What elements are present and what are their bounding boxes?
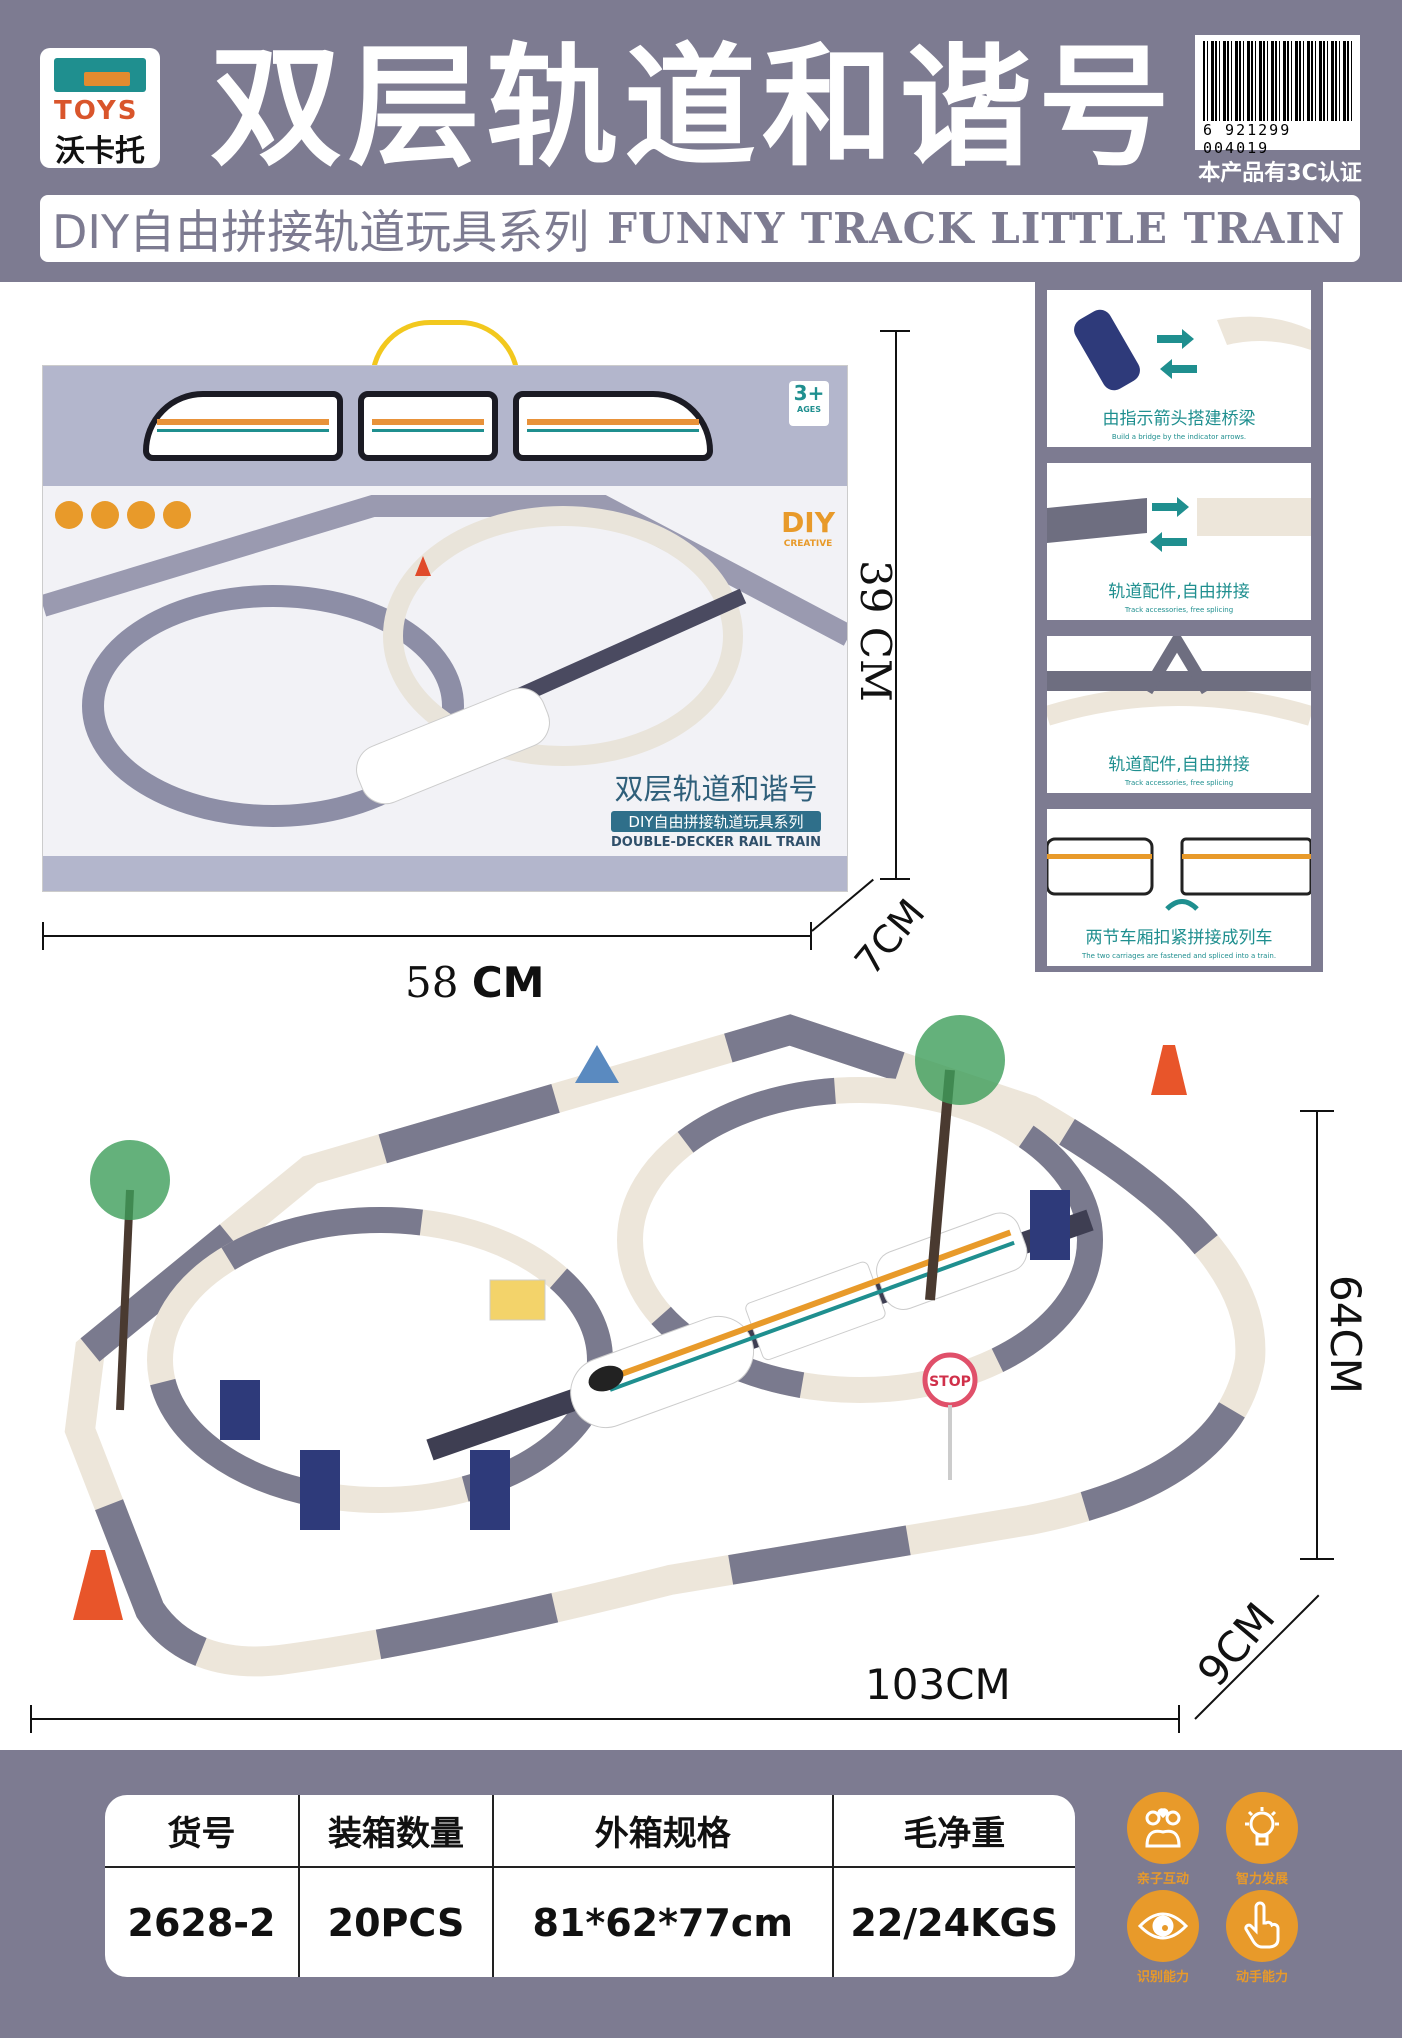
box-bottom-band [43,856,847,891]
header-item-no: 货号 [105,1795,299,1868]
lightbulb-icon: 智力发展 [1226,1792,1298,1887]
header-carton-size: 外箱规格 [492,1795,833,1868]
train-model [570,1212,1028,1428]
cell-item-no: 2628-2 [127,1900,276,1945]
cell-quantity: 20PCS [298,1867,493,1977]
page-title: 双层轨道和谐号 [210,31,1176,185]
assembled-height-line [1316,1110,1318,1560]
spec-table: 货号 装箱数量 外箱规格 毛净重 2628-2 20PCS 81*62*77cm… [105,1795,1075,1977]
width-dimension-line [42,935,812,937]
cell-weight: 22/24KGS [831,1867,1075,1977]
subtitle-en: FUNNY TRACK LITTLE TRAIN [607,204,1346,253]
eye-icon: 识别能力 [1127,1890,1199,1985]
assembled-height-label: 64CM [1321,1275,1370,1395]
assembled-width-line [30,1718,1180,1720]
certification-text: 本产品有3C认证 [1198,161,1362,186]
barcode: 6 921299 004019 [1195,35,1360,157]
box-width-label: 58 CM [405,958,545,1007]
hand-pointer-icon: 动手能力 [1226,1890,1298,1985]
logo-cn: 沃卡托 [55,134,145,169]
box-track-illustration [43,495,847,827]
age-badge: 3+AGES [789,381,829,426]
height-dimension-line [895,330,897,880]
assembled-width-label: 103CM [865,1660,1011,1709]
table-header-row: 货号 装箱数量 外箱规格 毛净重 [105,1795,1075,1868]
train-car-rear [513,391,713,461]
train-car-front [143,391,343,461]
table-row: 2628-2 20PCS 81*62*77cm 22/24KGS [105,1867,1075,1977]
subtitle-bar: DIY自由拼接轨道玩具系列 FUNNY TRACK LITTLE TRAIN [40,195,1360,262]
subtitle-cn: DIY自由拼接轨道玩具系列 [52,204,590,259]
family-heart-icon: 亲子互动 [1127,1792,1199,1887]
brand-logo: TOYS 沃卡托 [40,48,160,169]
barcode-bars-icon [1203,41,1352,121]
train-logo-icon [54,58,146,92]
box-depth-label: 7CM [846,890,934,984]
header-quantity: 装箱数量 [298,1795,493,1868]
box-height-label: 39 CM [851,560,900,702]
header-weight: 毛净重 [831,1795,1075,1868]
barcode-number: 6 921299 004019 [1203,121,1292,157]
stop-sign: STOP [929,1374,971,1390]
box-ability-icons [55,501,191,529]
train-car-middle [358,391,498,461]
cell-carton-size: 81*62*77cm [492,1867,833,1977]
assembled-track-image: STOP [64,1014,1266,1677]
box-title-block: 双层轨道和谐号 DIY自由拼接轨道玩具系列 DOUBLE-DECKER RAIL… [611,772,821,850]
logo-en: TOYS [54,96,139,126]
